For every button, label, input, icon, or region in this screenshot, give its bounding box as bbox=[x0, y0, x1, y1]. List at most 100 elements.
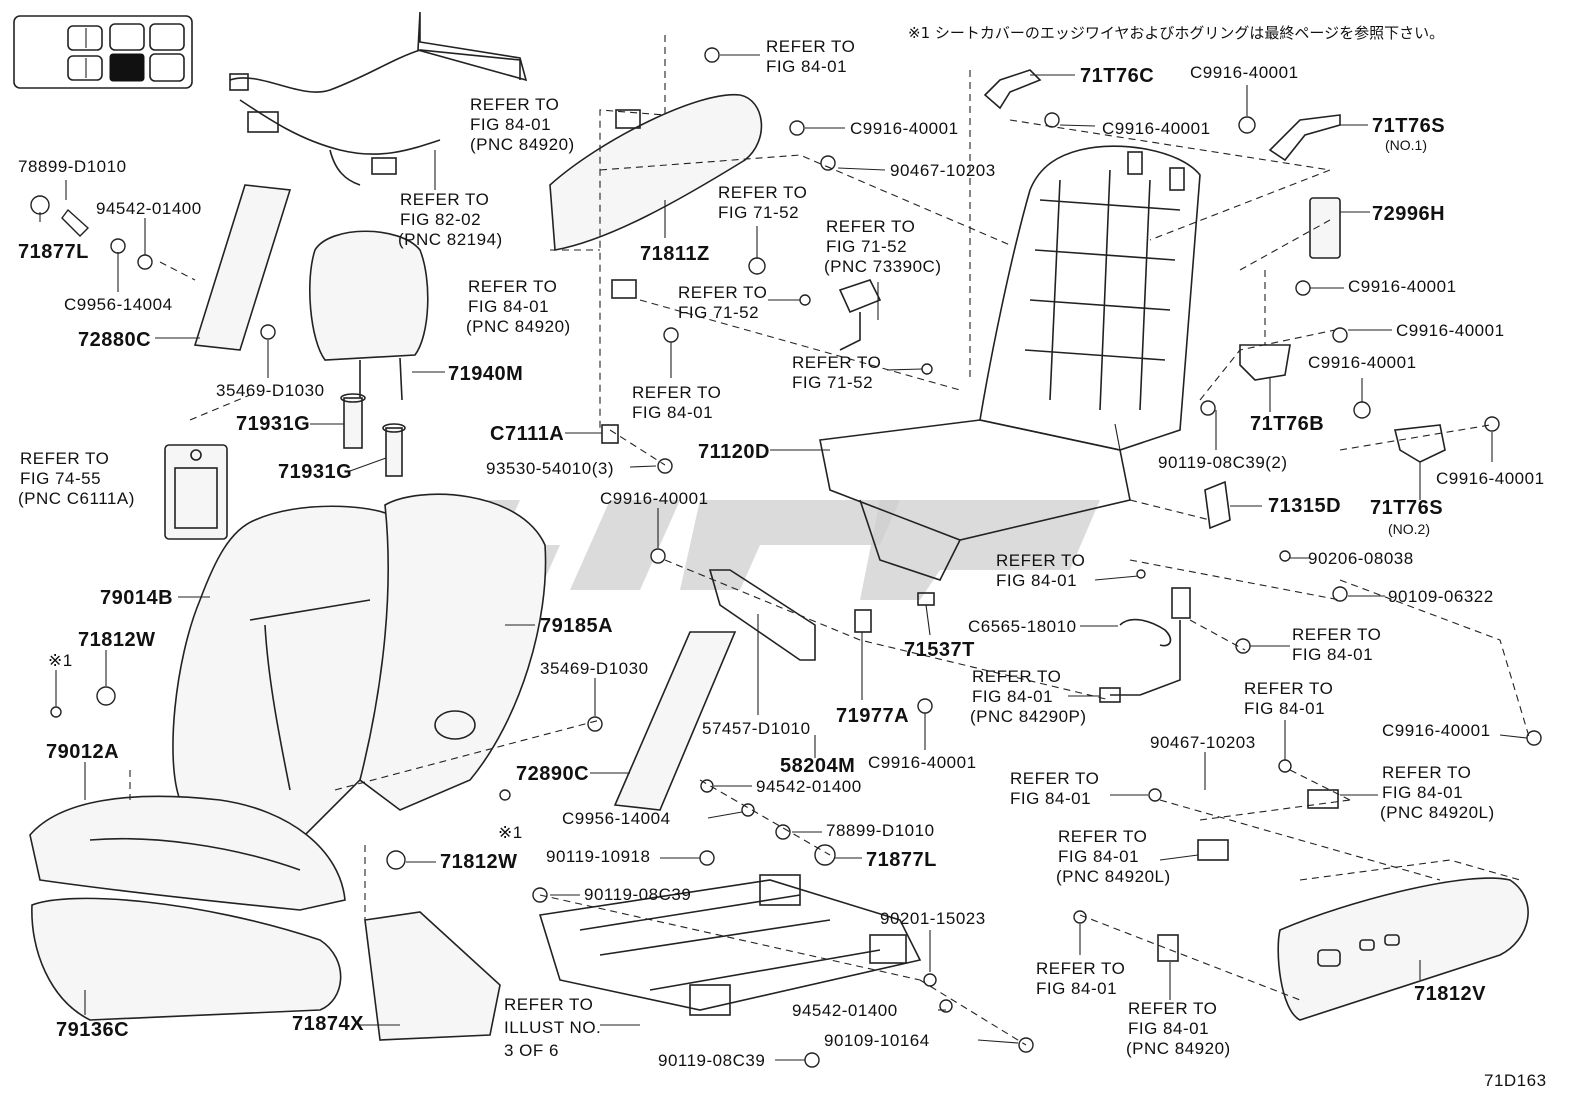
label-93530-54010: 93530-54010(3) bbox=[486, 459, 614, 478]
refer-fig-84-01-k-line2: FIG 84-01 bbox=[1036, 979, 1117, 998]
refer-fig-71-52-a-line1: REFER TO bbox=[718, 183, 807, 202]
label-C9956-14004-b: C9956-14004 bbox=[562, 809, 671, 828]
label-79014B: 79014B bbox=[100, 587, 173, 609]
page-code: 71D163 bbox=[1484, 1071, 1547, 1090]
label-94542-01400-a: 94542-01400 bbox=[96, 199, 202, 218]
refer-fig-84-01-top-line1: REFER TO bbox=[766, 37, 855, 56]
label-C9916-40001-i: C9916-40001 bbox=[1436, 469, 1545, 488]
headrest-71940M bbox=[309, 230, 429, 401]
label-C9916-40001-e: C9916-40001 bbox=[1190, 63, 1299, 82]
refer-illust-line1: REFER TO bbox=[504, 995, 593, 1014]
refer-fig-84-01-h-line1: REFER TO bbox=[1010, 769, 1099, 788]
label-71T76S-b: 71T76S bbox=[1370, 497, 1443, 519]
label-90109-06322: 90109-06322 bbox=[1388, 587, 1494, 606]
switch-knob-b bbox=[1157, 934, 1179, 962]
refer-fig-84-01-g-line1: REFER TO bbox=[1244, 679, 1333, 698]
label-C7111A: C7111A bbox=[490, 423, 564, 445]
bolt-78899-a bbox=[61, 208, 90, 237]
wire-harness bbox=[229, 11, 528, 186]
label-C9916-40001-a: C9916-40001 bbox=[850, 119, 959, 138]
refer-fig-84-01-g-line2: FIG 84-01 bbox=[1244, 699, 1325, 718]
belt-buckle bbox=[838, 279, 882, 351]
refer-fig-74-55-line3: (PNC C6111A) bbox=[18, 489, 135, 508]
label-79185A: 79185A bbox=[540, 615, 613, 637]
bracket-71T76S-no1 bbox=[1268, 114, 1341, 162]
refer-fig-71-52-a-line2: FIG 71-52 bbox=[718, 203, 799, 222]
washer-94542-a bbox=[137, 254, 153, 270]
label-90467-10203-b: 90467-10203 bbox=[1150, 733, 1256, 752]
label-71931G-b: 71931G bbox=[278, 461, 352, 483]
headrest-guide-a bbox=[340, 393, 366, 449]
label-71931G-a: 71931G bbox=[236, 413, 310, 435]
switch-knob-c bbox=[1307, 789, 1339, 809]
refer-fig-84-01-j-line1: REFER TO bbox=[1058, 827, 1147, 846]
label-90119-08C39-a: 90119-08C39 bbox=[584, 885, 691, 904]
label-C9916-40001-f: C9916-40001 bbox=[1348, 277, 1457, 296]
refer-fig-84-01-b-line3: (PNC 84920) bbox=[466, 317, 571, 336]
label-C9956-14004-a: C9956-14004 bbox=[64, 295, 173, 314]
bracket-71T76C bbox=[983, 69, 1042, 110]
refer-fig-84-01-l-line3: (PNC 84920) bbox=[1126, 1039, 1231, 1058]
label-no2: (NO.2) bbox=[1388, 521, 1430, 537]
label-71315D: 71315D bbox=[1268, 495, 1341, 517]
label-35469-D1030-b: 35469-D1030 bbox=[540, 659, 649, 678]
connector-top bbox=[615, 109, 641, 129]
label-72890C: 72890C bbox=[516, 763, 589, 785]
caution-tag bbox=[164, 444, 228, 540]
label-71877L-a: 71877L bbox=[18, 241, 89, 263]
side-trim-71812V bbox=[1277, 877, 1529, 1021]
lower-shield-71874X bbox=[364, 911, 501, 1041]
label-94542-01400-b: 94542-01400 bbox=[756, 777, 862, 796]
refer-fig-74-55-line1: REFER TO bbox=[20, 449, 109, 468]
refer-fig-84-01-c-line2: FIG 84-01 bbox=[632, 403, 713, 422]
refer-fig-74-55-line2: FIG 74-55 bbox=[20, 469, 101, 488]
label-C9916-40001-g: C9916-40001 bbox=[1396, 321, 1505, 340]
label-90119-08C39-c: 90119-08C39(2) bbox=[1158, 453, 1288, 472]
label-90467-10203-a: 90467-10203 bbox=[890, 161, 996, 180]
refer-fig-84-01-f-line3: (PNC 84290P) bbox=[970, 707, 1087, 726]
label-90206-08038: 90206-08038 bbox=[1308, 549, 1414, 568]
label-71812V: 71812V bbox=[1414, 983, 1486, 1005]
label-C9916-40001-j: C9916-40001 bbox=[1382, 721, 1491, 740]
refer-fig-84-01-f-line2: FIG 84-01 bbox=[972, 687, 1053, 706]
refer-fig-71-52-d-line1: REFER TO bbox=[792, 353, 881, 372]
nut-71877L-a bbox=[30, 195, 50, 215]
label-72996H: 72996H bbox=[1372, 203, 1445, 225]
refer-fig-84-01-a-line2: FIG 84-01 bbox=[470, 115, 551, 134]
index-highlight-cell bbox=[109, 53, 145, 82]
label-C9916-40001-h: C9916-40001 bbox=[1308, 353, 1417, 372]
label-C9916-40001-d: C9916-40001 bbox=[1102, 119, 1211, 138]
side-panel-72890C bbox=[613, 631, 737, 811]
dashed-guides bbox=[129, 35, 1531, 1046]
headrest-guide-b bbox=[382, 423, 406, 477]
label-note-mark-a: ※1 bbox=[48, 651, 73, 670]
page-note: ※1 シートカバーのエッジワイヤおよびホグリングは最終ページを参照下さい。 bbox=[908, 24, 1444, 42]
refer-fig-84-01-top-line2: FIG 84-01 bbox=[766, 57, 847, 76]
nut-35469-a bbox=[260, 324, 276, 340]
label-71120D: 71120D bbox=[698, 441, 770, 463]
label-94542-01400-c: 94542-01400 bbox=[792, 1001, 898, 1020]
bracket-72996H bbox=[1309, 197, 1341, 259]
label-C6565-18010: C6565-18010 bbox=[968, 617, 1077, 636]
label-78899-D1010-a: 78899-D1010 bbox=[18, 157, 127, 176]
label-57457-D1010: 57457-D1010 bbox=[702, 719, 811, 738]
refer-illust-line2: ILLUST NO. bbox=[504, 1018, 601, 1037]
refer-fig-84-01-b-line2: FIG 84-01 bbox=[468, 297, 549, 316]
label-71T76S-a: 71T76S bbox=[1372, 115, 1445, 137]
label-90201-15023: 90201-15023 bbox=[880, 909, 986, 928]
label-71940M: 71940M bbox=[448, 363, 523, 385]
refer-fig-84-01-h-line2: FIG 84-01 bbox=[1010, 789, 1091, 808]
label-90119-08C39-b: 90119-08C39 bbox=[658, 1051, 765, 1070]
label-71877L-b: 71877L bbox=[866, 849, 937, 871]
label-78899-D1010-b: 78899-D1010 bbox=[826, 821, 935, 840]
refer-fig-84-01-a-line3: (PNC 84920) bbox=[470, 135, 575, 154]
label-71811Z: 71811Z bbox=[640, 243, 710, 265]
washer-c9956-a bbox=[110, 238, 126, 254]
label-72880C: 72880C bbox=[78, 329, 151, 351]
seatback-pad-79185A bbox=[359, 493, 547, 811]
refer-fig-84-01-e-line2: FIG 84-01 bbox=[1292, 645, 1373, 664]
bracket-57457 bbox=[708, 569, 816, 661]
label-C9916-40001-b: C9916-40001 bbox=[600, 489, 709, 508]
refer-fig-82-02-line2: FIG 82-02 bbox=[400, 210, 481, 229]
